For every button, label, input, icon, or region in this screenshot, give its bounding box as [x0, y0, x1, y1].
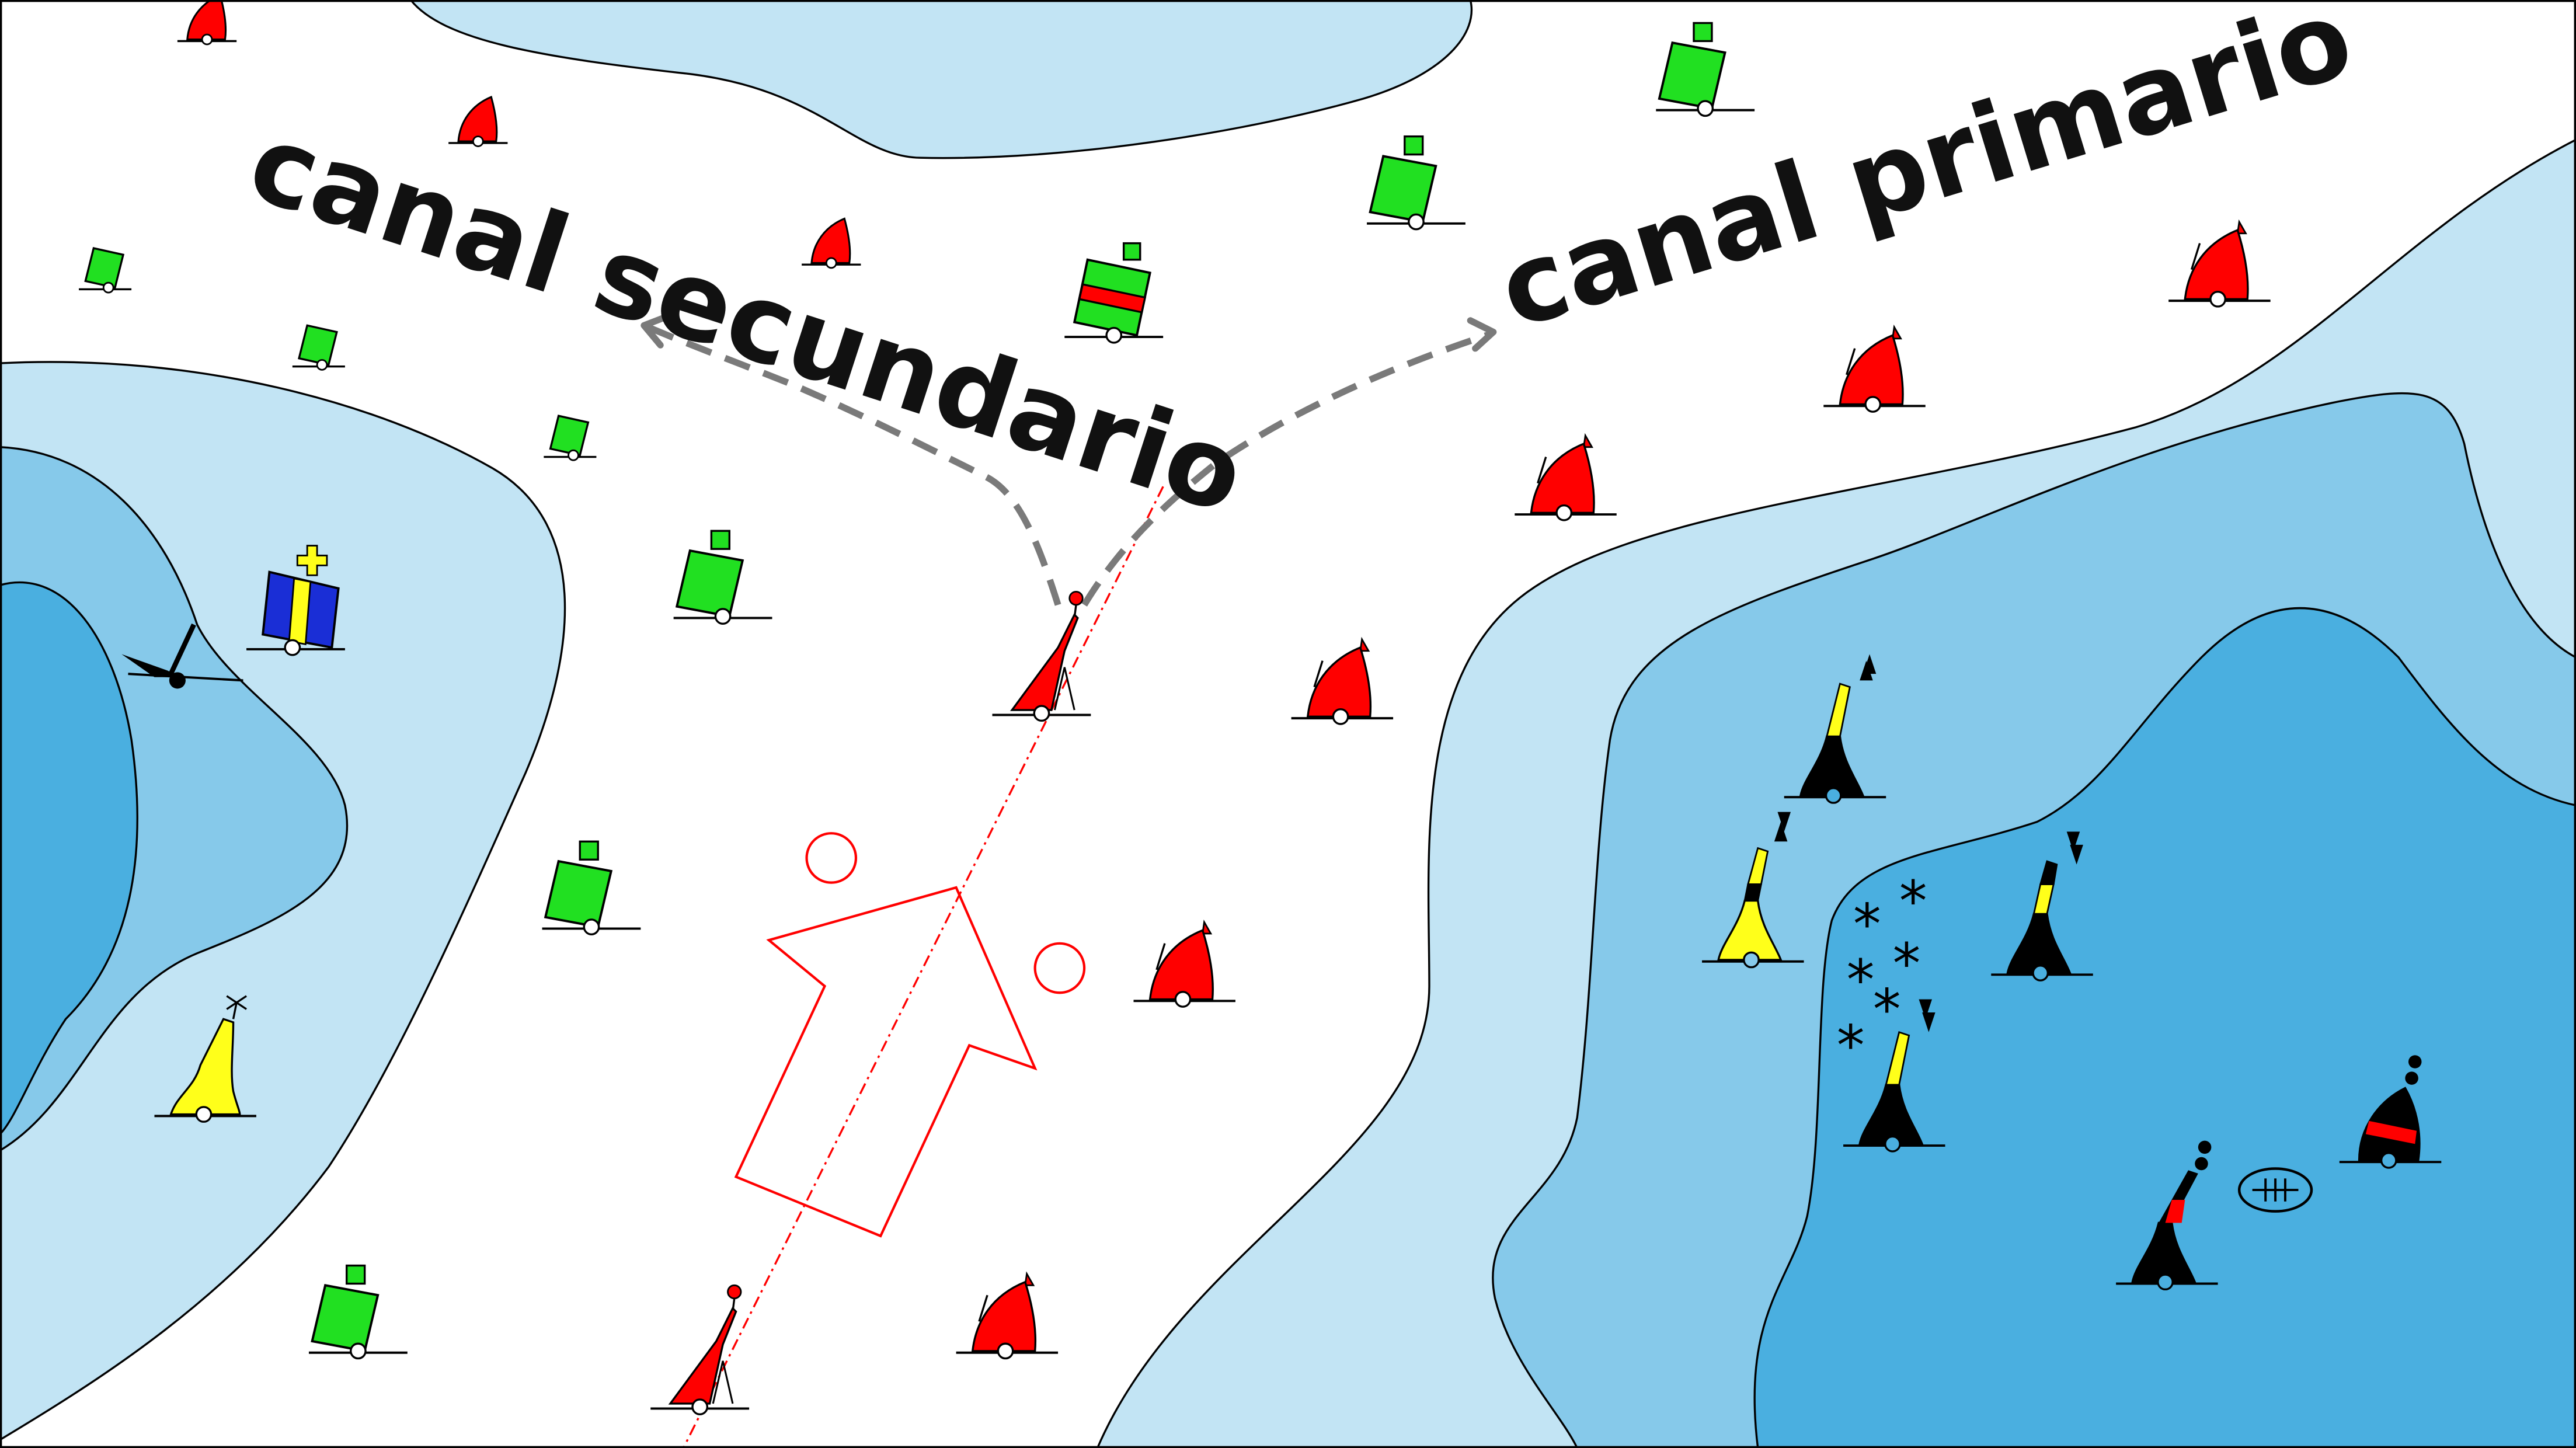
- svg-text:*: *: [1837, 1013, 1865, 1078]
- east-cardinal-buoy-icon: [1843, 999, 1945, 1153]
- green-can-buoy-icon: [541, 840, 642, 936]
- red-conical-buoy-icon: [800, 217, 862, 269]
- red-conical-buoy-icon: [1290, 638, 1395, 725]
- green-can-buoy-icon: [308, 1264, 409, 1360]
- red-conical-buoy-icon: [2167, 221, 2272, 308]
- svg-text:*: *: [1873, 977, 1901, 1042]
- west-cardinal-buoy-icon: [1702, 812, 1804, 969]
- svg-text:*: *: [1892, 931, 1920, 996]
- green-can-buoy-icon: [672, 530, 774, 625]
- red-conical-buoy-icon: [1132, 921, 1237, 1008]
- red-conical-buoy-icon: [176, 0, 238, 46]
- primary-arrow-head: [1467, 317, 1497, 352]
- red-conical-buoy-icon: [1822, 326, 1927, 413]
- svg-text:*: *: [1847, 947, 1875, 1012]
- south-cardinal-buoy-icon: [1991, 831, 2093, 981]
- vessel-arrow-icon: [734, 832, 1086, 1238]
- deep-right: [1753, 607, 2576, 1448]
- north-cardinal-buoy-icon: [1784, 654, 1886, 804]
- secondary-channel-arrow: [642, 322, 1061, 606]
- red-conical-buoy-icon: [447, 96, 509, 148]
- shoal-top: [409, 0, 1473, 159]
- isolated-danger-buoy-icon: [2339, 1055, 2442, 1169]
- rock-asterisk-icon: * * * * * *: [1837, 868, 1927, 1078]
- green-can-buoy-icon: [1366, 135, 1467, 231]
- isolated-danger-buoy-icon: [2116, 1140, 2218, 1291]
- green-can-buoy-icon: [78, 247, 133, 294]
- deep-left: [0, 581, 138, 1136]
- blue-yellow-buoy-icon: [246, 545, 345, 656]
- green-red-can-buoy-icon: [1064, 242, 1164, 344]
- wreck-oval-icon: [2237, 1167, 2313, 1213]
- secondary-arrow-head: [640, 314, 669, 349]
- red-conical-buoy-icon: [955, 1272, 1060, 1360]
- green-can-buoy-icon: [1655, 22, 1756, 117]
- svg-text:*: *: [1853, 892, 1881, 957]
- green-can-buoy-icon: [542, 415, 598, 461]
- green-can-buoy-icon: [291, 324, 346, 371]
- vessel-marker-circle: [805, 832, 858, 884]
- red-spar-buoy-icon: [649, 1284, 751, 1416]
- svg-text:*: *: [1899, 868, 1927, 934]
- primary-channel-arrow: [1081, 330, 1493, 607]
- leading-line: [683, 486, 1164, 1448]
- wreck-icon: [121, 623, 243, 689]
- vessel-marker-circle: [1033, 942, 1086, 994]
- route-lines: [640, 314, 1497, 1448]
- yellow-x-topmark-buoy-icon: [154, 995, 256, 1123]
- red-spar-buoy-icon: [991, 590, 1092, 722]
- red-conical-buoy-icon: [1513, 434, 1618, 521]
